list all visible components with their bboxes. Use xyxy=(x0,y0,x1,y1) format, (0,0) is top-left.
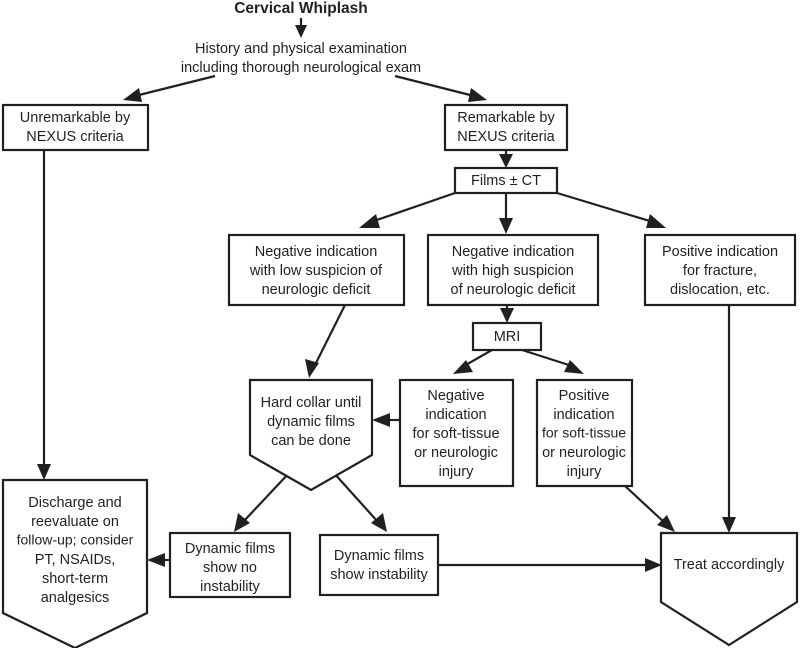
node-negative-soft-tissue-line-1: indication xyxy=(425,407,486,423)
edge-negative-low-to-hard-collar xyxy=(305,304,346,378)
node-discharge-reevaluate-line-2: follow-up; consider xyxy=(17,532,134,548)
node-unremarkable-nexus-line-1: NEXUS criteria xyxy=(26,129,124,145)
node-dynamic-films-no-instability-line-0: Dynamic films xyxy=(185,541,275,557)
edge-remarkable-to-films xyxy=(499,150,513,168)
node-hard-collar-line-0: Hard collar until xyxy=(261,395,362,411)
node-discharge-reevaluate-line-0: Discharge and xyxy=(28,495,122,511)
node-dynamic-films-no-instability-line-2: instability xyxy=(200,579,260,595)
node-discharge-reevaluate[interactable]: Discharge and reevaluate on follow-up; c… xyxy=(1,478,149,648)
edge-unremarkable-to-discharge xyxy=(37,150,51,480)
node-negative-soft-tissue[interactable]: Negative indication for soft-tissue or n… xyxy=(398,378,515,488)
node-negative-soft-tissue-line-4: injury xyxy=(439,464,474,480)
edge-mri-to-negative-soft xyxy=(453,349,493,374)
edge-dynamic-yes-to-treat xyxy=(438,558,662,572)
node-dynamic-films-no-instability[interactable]: Dynamic films show no instability xyxy=(168,531,292,599)
node-positive-soft-tissue-line-0: Positive xyxy=(559,388,610,404)
node-negative-low-suspicion[interactable]: Negative indication with low suspicion o… xyxy=(227,233,406,307)
node-negative-high-suspicion-line-0: Negative indication xyxy=(452,244,575,260)
node-positive-soft-tissue-line-3: or neurologic xyxy=(542,445,626,461)
node-negative-soft-tissue-line-2: for soft-tissue xyxy=(412,426,499,442)
node-negative-low-suspicion-line-1: with low suspicion of xyxy=(249,263,383,279)
edge-negative-high-to-mri xyxy=(500,305,514,323)
node-discharge-reevaluate-line-5: analgesics xyxy=(41,590,110,606)
edge-hard-collar-to-dynamic-no xyxy=(234,471,291,532)
node-negative-high-suspicion-line-2: of neurologic deficit xyxy=(451,282,576,298)
node-mri[interactable]: MRI xyxy=(471,321,543,352)
edge-positive-fracture-to-treat xyxy=(722,305,736,533)
node-negative-soft-tissue-line-3: or neurologic xyxy=(414,445,498,461)
node-negative-low-suspicion-line-0: Negative indication xyxy=(255,244,378,260)
node-negative-high-suspicion-line-1: with high suspicion xyxy=(451,263,574,279)
edge-films-to-positive-fracture xyxy=(556,191,666,228)
node-treat-accordingly-line-0: Treat accordingly xyxy=(674,557,785,573)
node-hard-collar-line-1: dynamic films xyxy=(267,414,355,430)
node-films-ct[interactable]: Films ± CT xyxy=(453,166,559,195)
edge-history-to-remarkable xyxy=(394,74,487,102)
node-discharge-reevaluate-line-3: PT, NSAIDs, xyxy=(35,552,116,568)
node-dynamic-films-no-instability-line-1: show no xyxy=(203,560,257,576)
edge-hard-collar-to-dynamic-yes xyxy=(332,471,387,532)
node-cervical-whiplash: Cervical Whiplash xyxy=(234,0,368,17)
node-films-ct-line-0: Films ± CT xyxy=(471,173,541,189)
node-dynamic-films-instability[interactable]: Dynamic films show instability xyxy=(318,533,440,597)
node-dynamic-films-instability-line-1: show instability xyxy=(330,567,428,583)
node-dynamic-films-instability-line-0: Dynamic films xyxy=(334,548,424,564)
edge-positive-soft-to-treat xyxy=(624,485,675,532)
node-positive-fracture-line-1: for fracture, xyxy=(683,263,757,279)
edge-history-to-unremarkable xyxy=(123,74,216,102)
node-treat-accordingly[interactable]: Treat accordingly xyxy=(659,531,799,647)
node-negative-soft-tissue-line-0: Negative xyxy=(427,388,484,404)
node-discharge-reevaluate-line-4: short-term xyxy=(42,571,108,587)
node-negative-low-suspicion-line-2: neurologic deficit xyxy=(262,282,371,298)
node-history-exam-line-1: including thorough neurological exam xyxy=(181,60,421,76)
node-positive-soft-tissue-line-2: for soft-tissue xyxy=(542,425,626,441)
node-positive-soft-tissue-line-1: indication xyxy=(553,407,614,423)
edge-dynamic-no-to-discharge xyxy=(147,553,170,567)
node-positive-soft-tissue[interactable]: Positive indication for soft-tissue or n… xyxy=(535,378,634,488)
node-positive-fracture[interactable]: Positive indication for fracture, disloc… xyxy=(643,233,797,307)
node-mri-line-0: MRI xyxy=(494,329,521,345)
edge-mri-to-positive-soft xyxy=(521,348,584,374)
node-remarkable-nexus[interactable]: Remarkable by NEXUS criteria xyxy=(443,103,569,152)
node-remarkable-nexus-line-1: NEXUS criteria xyxy=(457,129,555,145)
node-discharge-reevaluate-line-1: reevaluate on xyxy=(31,514,119,530)
node-negative-high-suspicion[interactable]: Negative indication with high suspicion … xyxy=(426,233,600,307)
edge-negative-soft-to-hard-collar xyxy=(372,413,400,427)
node-history-exam: History and physical examination includi… xyxy=(181,41,421,76)
node-remarkable-nexus-line-0: Remarkable by xyxy=(457,110,555,126)
node-hard-collar[interactable]: Hard collar until dynamic films can be d… xyxy=(248,378,374,492)
node-positive-fracture-line-0: Positive indication xyxy=(662,244,778,260)
node-unremarkable-nexus[interactable]: Unremarkable by NEXUS criteria xyxy=(1,103,150,152)
node-cervical-whiplash-line-0: Cervical Whiplash xyxy=(234,0,368,17)
node-history-exam-line-0: History and physical examination xyxy=(195,41,407,57)
edge-films-to-negative-high xyxy=(499,193,513,234)
node-hard-collar-line-2: can be done xyxy=(271,433,351,449)
edge-whiplash-to-history xyxy=(295,18,307,38)
node-positive-soft-tissue-line-4: injury xyxy=(567,464,602,480)
edge-layer xyxy=(37,18,736,572)
node-positive-fracture-line-2: dislocation, etc. xyxy=(670,282,770,298)
edge-films-to-negative-low xyxy=(359,191,456,228)
node-unremarkable-nexus-line-0: Unremarkable by xyxy=(20,110,131,126)
